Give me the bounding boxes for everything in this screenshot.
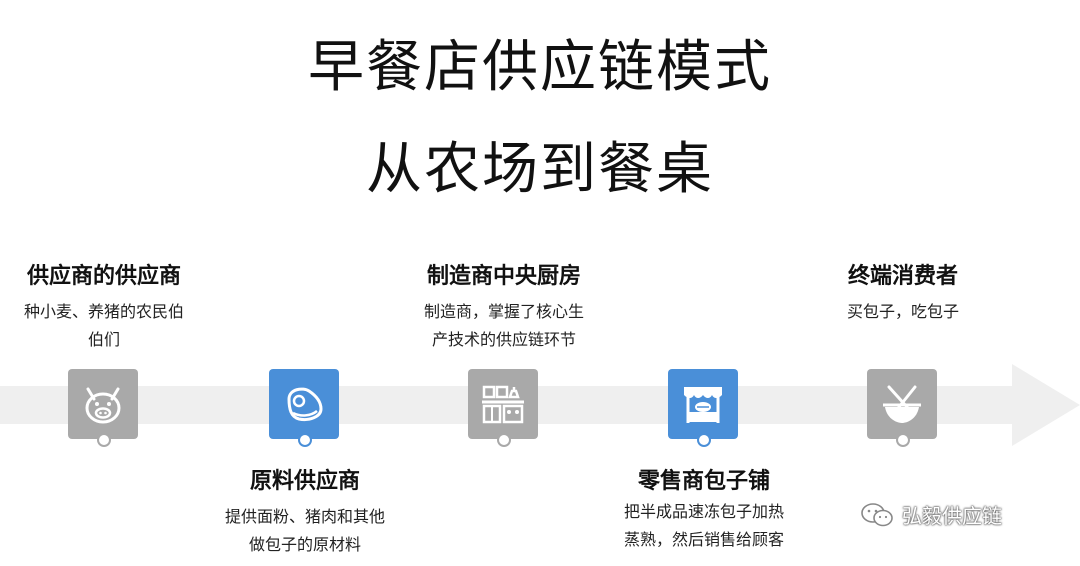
stage-1-dot bbox=[97, 433, 111, 447]
title-line-1: 早餐店供应链模式 bbox=[308, 35, 772, 100]
stage-3-dot bbox=[497, 433, 511, 447]
kitchen-icon bbox=[482, 385, 524, 424]
stage-1-desc: 种小麦、养猪的农民伯 伯们 bbox=[4, 298, 204, 354]
stage-4-desc: 把半成品速冻包子加热 蒸熟，然后销售给顾客 bbox=[604, 498, 804, 554]
stage-1-desc-line-2: 伯们 bbox=[87, 330, 120, 349]
watermark-text: 弘毅供应链 bbox=[902, 504, 1002, 528]
stage-2-dot bbox=[298, 433, 312, 447]
stage-2-title: 原料供应商 bbox=[249, 469, 361, 494]
stage-4-icon-box bbox=[668, 369, 738, 439]
pig-icon bbox=[85, 387, 121, 424]
stage-2-desc: 提供面粉、猪肉和其他 做包子的原材料 bbox=[205, 503, 405, 559]
title-line-2: 从农场到餐桌 bbox=[366, 137, 714, 202]
stage-2-desc-line-1: 提供面粉、猪肉和其他 bbox=[224, 507, 385, 526]
stage-2-desc-line-2: 做包子的原材料 bbox=[248, 535, 361, 554]
meat-icon bbox=[287, 387, 323, 421]
stage-3-title: 制造商中央厨房 bbox=[426, 264, 582, 289]
stage-5-icon-box bbox=[867, 369, 937, 439]
watermark: 弘毅供应链 bbox=[860, 500, 1002, 529]
bowl-chopsticks-icon bbox=[883, 385, 921, 423]
stage-3-desc: 制造商，掌握了核心生 产技术的供应链环节 bbox=[404, 298, 604, 354]
wechat-icon bbox=[861, 502, 893, 526]
stage-5-desc: 买包子，吃包子 bbox=[803, 298, 1003, 326]
shop-stall-icon bbox=[684, 387, 722, 423]
stage-5-title: 终端消费者 bbox=[847, 264, 959, 289]
stage-1-desc-line-1: 种小麦、养猪的农民伯 bbox=[23, 302, 184, 321]
stage-5-desc-line-1: 买包子，吃包子 bbox=[846, 302, 959, 321]
stage-3-desc-line-2: 产技术的供应链环节 bbox=[431, 330, 576, 349]
stage-3-icon-box bbox=[468, 369, 538, 439]
stage-4-desc-line-2: 蒸熟，然后销售给顾客 bbox=[623, 530, 784, 549]
stage-4-desc-line-1: 把半成品速冻包子加热 bbox=[623, 502, 784, 521]
stage-2-icon-box bbox=[269, 369, 339, 439]
timeline-arrow bbox=[0, 364, 1080, 446]
stage-3-desc-line-1: 制造商，掌握了核心生 bbox=[423, 302, 584, 321]
stage-1-icon-box bbox=[68, 369, 138, 439]
stage-1-title: 供应商的供应商 bbox=[26, 264, 182, 289]
stage-5-dot bbox=[896, 433, 910, 447]
stage-4-title: 零售商包子铺 bbox=[637, 469, 771, 494]
stage-4-dot bbox=[697, 433, 711, 447]
